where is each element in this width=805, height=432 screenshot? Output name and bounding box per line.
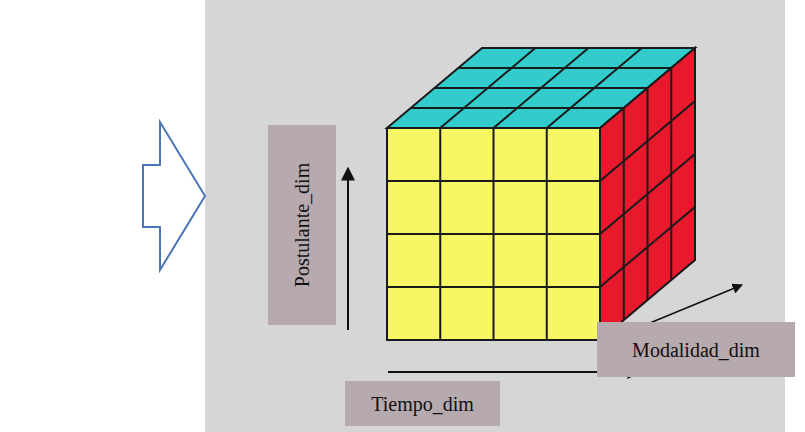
dimension-label: Tiempo_dim [371,392,474,415]
dimension-label: Modalidad_dim [632,338,760,361]
axis-arrow [347,168,349,330]
dimension-label-box: Postulante_dim [268,125,336,325]
dimension-label-box: Tiempo_dim [345,381,500,426]
dimension-label-box: Modalidad_dim [597,322,795,377]
axis-arrow [645,285,742,325]
block-arrow [143,122,205,270]
cube [387,48,695,340]
dimension-label: Postulante_dim [291,163,314,287]
